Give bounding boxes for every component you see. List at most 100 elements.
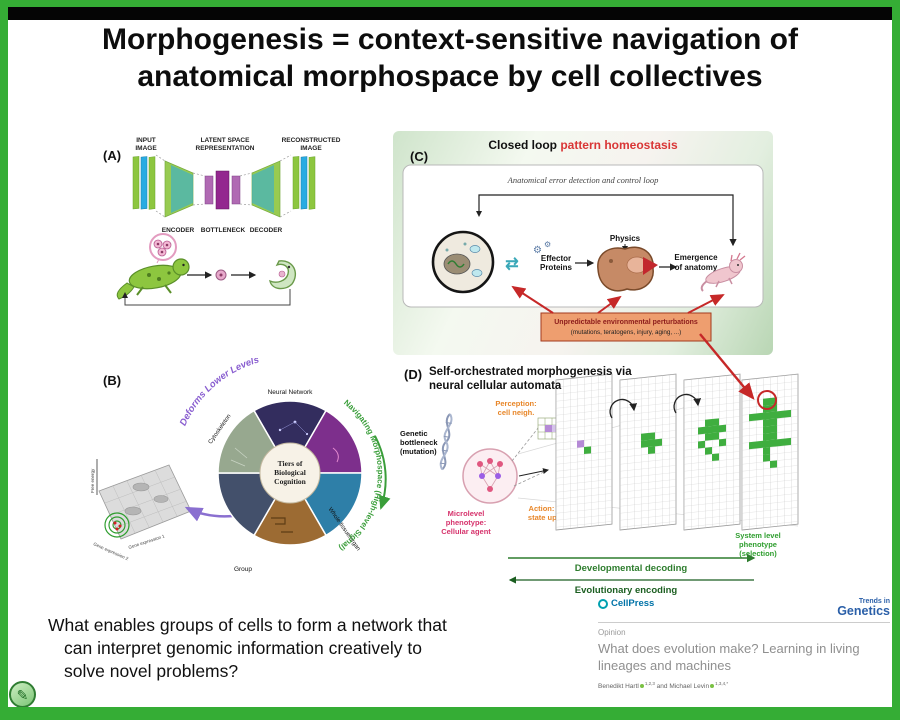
panel-a-encoder-label: ENCODER: [162, 227, 195, 234]
bottleneck-shape: [204, 170, 241, 210]
cellpress-logo: CellPress: [598, 598, 654, 609]
slide-title-line1: Morphogenesis = context-sensitive naviga…: [102, 23, 798, 56]
perception-label1: Perception:: [495, 399, 536, 408]
morphospace-surface-plot: Free energy Gene expression 1 Gene expre…: [90, 459, 192, 561]
salamander-illustration: [116, 233, 190, 300]
authors-conjunction: and: [656, 683, 668, 691]
panel-a-recon-label2: IMAGE: [300, 145, 322, 152]
panel-a-bottleneck-label: BOTTLENECK: [201, 227, 246, 234]
trends-in-genetics-logo: Trends in Genetics: [837, 598, 890, 618]
cell-illustration: [431, 230, 495, 294]
ca-grid-2: [619, 373, 677, 531]
genetic-label1: Genetic: [400, 429, 428, 438]
top-black-bar: [8, 7, 892, 20]
latent-dot-core: [219, 273, 223, 277]
perturbed-cell-circle: [757, 390, 777, 410]
input-image-stack: [132, 156, 156, 210]
perturbation-arrows: [511, 285, 725, 314]
developmental-decoding-label: Developmental decoding: [575, 563, 688, 574]
neural-network-label: Neural Network: [268, 389, 314, 396]
group-label: Group: [234, 566, 252, 573]
pie-center-line2: Biological: [274, 468, 306, 477]
evolutionary-encoding-label: Evolutionary encoding: [575, 585, 678, 596]
cell-neighborhood: [537, 417, 560, 440]
panel-b-tiers-figure: Free energy Gene expression 1 Gene expre…: [90, 358, 391, 573]
cellpress-name: CellPress: [611, 598, 655, 609]
panel-a-input-label2: IMAGE: [135, 145, 157, 152]
gear-icon: ⚙: [533, 245, 542, 256]
system-label2: phenotype: [739, 540, 777, 549]
panel-b-label: (B): [103, 373, 122, 388]
update-loop-arrow-1: [609, 398, 638, 419]
perturbation-line2: (mutations, teratogens, injury, aging, .…: [571, 329, 681, 336]
panel-a-input-label1: INPUT: [136, 137, 156, 144]
panel-d-title: Self-orchestrated morphogenesis via neur…: [429, 366, 632, 393]
action-label2: state update: [528, 513, 572, 522]
microlevel-label1: Microlevel: [448, 509, 485, 518]
slide-title-line2: anatomical morphospace by cell collectiv…: [137, 59, 763, 93]
author-1: Benedikt Hartl: [598, 683, 639, 691]
deforms-arrow: [184, 506, 234, 522]
journal-section: Opinion: [598, 628, 626, 638]
question-line1: What enables groups of cells to form a n…: [48, 615, 447, 635]
dna-icon: [439, 413, 453, 471]
panel-a-latent-label2: REPRESENTATION: [196, 145, 255, 152]
loop-arrowhead-cell: [476, 211, 482, 217]
cellpress-icon: [598, 598, 608, 609]
genetic-label3: (mutation): [400, 447, 437, 456]
panel-c-title-black: Closed loop: [488, 138, 561, 152]
question-text: What enables groups of cells to form a n…: [48, 614, 528, 683]
panel-a-autoencoder-figure: INPUT IMAGE LATENT SPACE REPRESENTATION …: [116, 137, 341, 306]
pie-center-line1: Tiers of: [278, 459, 303, 468]
slide-title: Morphogenesis = context-sensitive naviga…: [8, 22, 892, 95]
annotate-button[interactable]: ✎: [9, 681, 36, 707]
encoder-shape-inner: [171, 165, 193, 213]
decoder-shape-inner: [252, 165, 274, 213]
free-energy-axis-label: Free energy: [90, 468, 95, 493]
axolotl-illustration: [700, 252, 746, 292]
panel-d-label: (D): [404, 367, 423, 382]
effector-label1: Effector: [541, 254, 571, 263]
panel-c-title: Closed loop pattern homeostasis: [393, 138, 773, 152]
panel-d-title-line2: neural cellular automata: [429, 379, 562, 392]
panel-d-nca-figure: Genetic bottleneck (mutation): [400, 373, 799, 596]
perturbation-box: [540, 312, 712, 342]
panel-c-title-red: pattern homeostasis: [560, 138, 678, 152]
control-loop-box: [402, 164, 764, 308]
arrow-agent-to-grid: [518, 468, 549, 477]
genetic-label2: bottleneck: [400, 438, 438, 447]
cellular-agent-network: [462, 448, 518, 504]
panel-c-label: (C): [410, 149, 429, 164]
system-label3: (selection): [739, 549, 777, 558]
feedback-loop-line: [122, 289, 291, 306]
ca-grid-4: [741, 373, 799, 531]
signal-transfer-icon: ⇄: [505, 256, 518, 273]
pencil-icon: ✎: [16, 686, 29, 703]
action-label1: Action: cell-: [529, 504, 572, 513]
orcid-icon: [710, 684, 715, 689]
tissue-illustration: [597, 246, 658, 292]
perception-label2: cell neigh.: [498, 408, 535, 417]
author-2: Michael Levin: [669, 683, 710, 691]
panel-a-latent-label1: LATENT SPACE: [201, 137, 251, 144]
effector-label2: Proteins: [540, 263, 573, 272]
question-line2: can interpret genomic information creati…: [64, 638, 422, 659]
microlevel-label3: Cellular agent: [441, 527, 491, 536]
panel-c: Closed loop pattern homeostasis Anatomic…: [393, 131, 773, 355]
gene-exp2-axis-label: Gene expression 2: [93, 541, 130, 561]
control-loop-line: [478, 194, 737, 247]
update-loop-arrow-2: [673, 393, 702, 414]
ca-grid-1: [555, 373, 613, 531]
paper-title-line1: What does evolution make? Learning in li…: [598, 641, 860, 657]
panel-c-homeostasis-figure: Anatomical error detection and control l…: [402, 164, 764, 342]
panel-a-decoder-label: DECODER: [250, 227, 283, 234]
pie-center: [259, 442, 321, 504]
panel-a-label: (A): [103, 148, 122, 163]
panel-a-recon-label1: RECONSTRUCTED: [282, 137, 341, 144]
system-label1: System level: [735, 531, 780, 540]
paper-title: What does evolution make? Learning in li…: [598, 641, 890, 674]
microlevel-label2: phenotype:: [446, 518, 486, 527]
pie-center-line3: Cognition: [274, 477, 307, 486]
journal-divider: [598, 622, 890, 624]
gene-exp1-axis-label: Gene expression 1: [128, 533, 166, 550]
